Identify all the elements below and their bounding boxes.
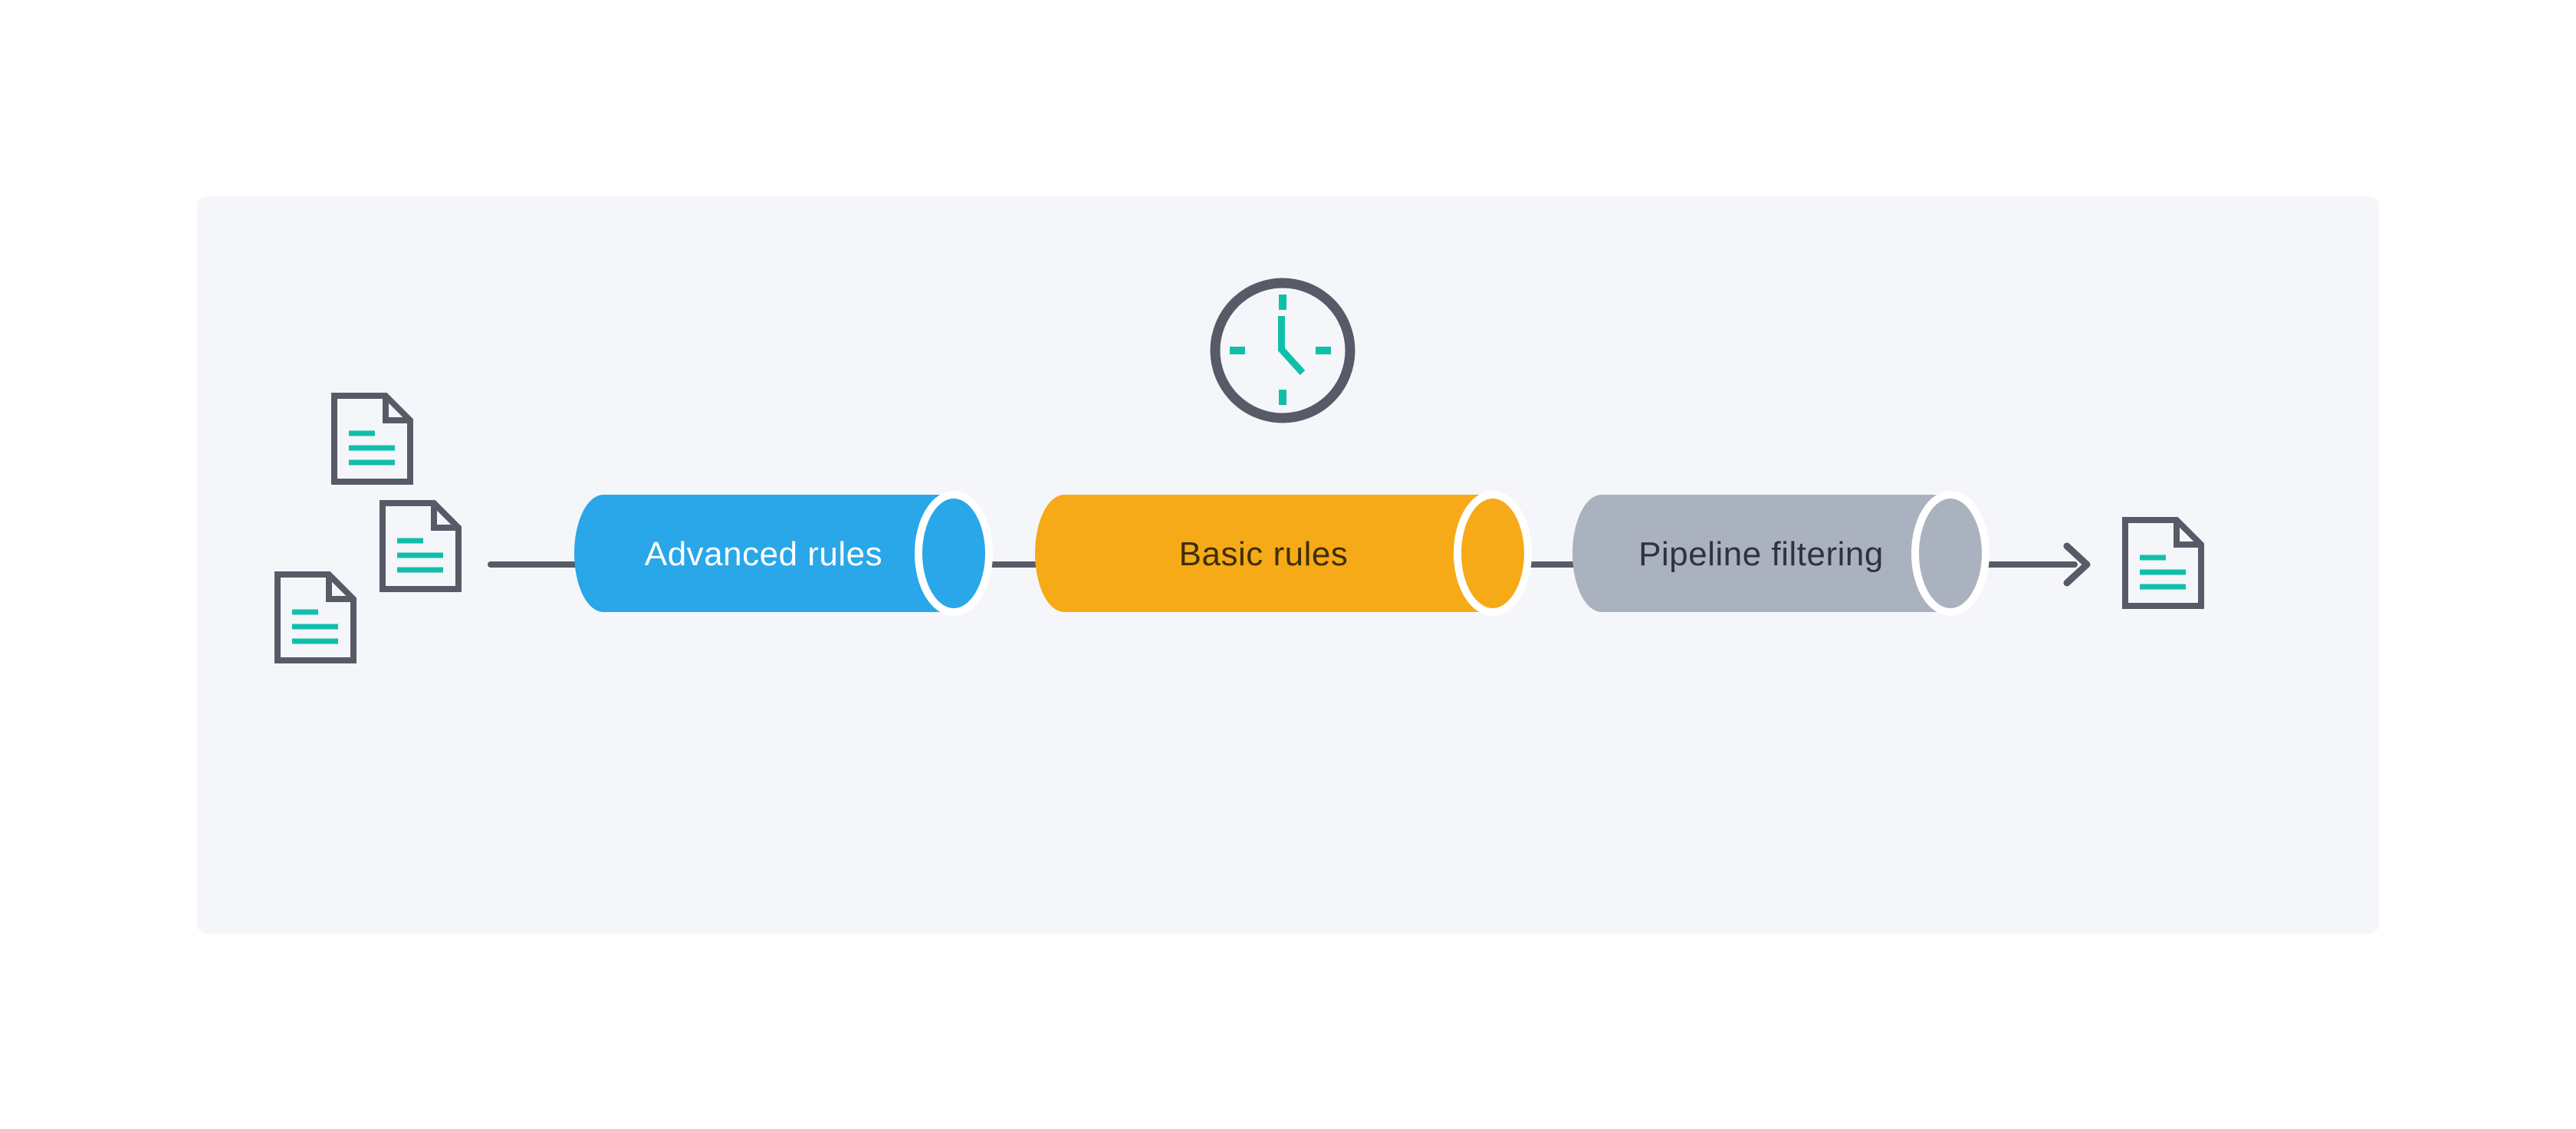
cylinder-cap	[1454, 491, 1532, 616]
stage-label: Basic rules	[1179, 535, 1349, 573]
stage-label: Pipeline filtering	[1638, 535, 1884, 573]
clock-icon	[1210, 278, 1355, 423]
stage-advanced-rules: Advanced rules	[574, 491, 993, 616]
clock-hour-hand	[1277, 345, 1306, 376]
arrow-head	[2063, 542, 2091, 587]
document-icon	[383, 503, 458, 589]
clock-tick-9	[1230, 347, 1245, 354]
clock-tick-12	[1279, 295, 1286, 310]
output-document-icon	[2125, 520, 2201, 606]
cylinder-cap	[1911, 491, 1990, 616]
flow-arrow	[1983, 542, 2091, 587]
stage-label: Advanced rules	[645, 535, 882, 573]
document-icon	[334, 396, 410, 482]
stage-pipeline-filtering: Pipeline filtering	[1572, 491, 1990, 616]
document-icon	[278, 574, 353, 660]
clock-tick-6	[1279, 390, 1286, 405]
cylinder-body	[574, 495, 954, 612]
stage-basic-rules: Basic rules	[1035, 491, 1532, 616]
clock-ring	[1210, 278, 1355, 423]
cylinder-cap	[915, 491, 993, 616]
cylinder-body	[1572, 495, 1950, 612]
cylinder-body	[1035, 495, 1493, 612]
clock-tick-3	[1316, 347, 1331, 354]
